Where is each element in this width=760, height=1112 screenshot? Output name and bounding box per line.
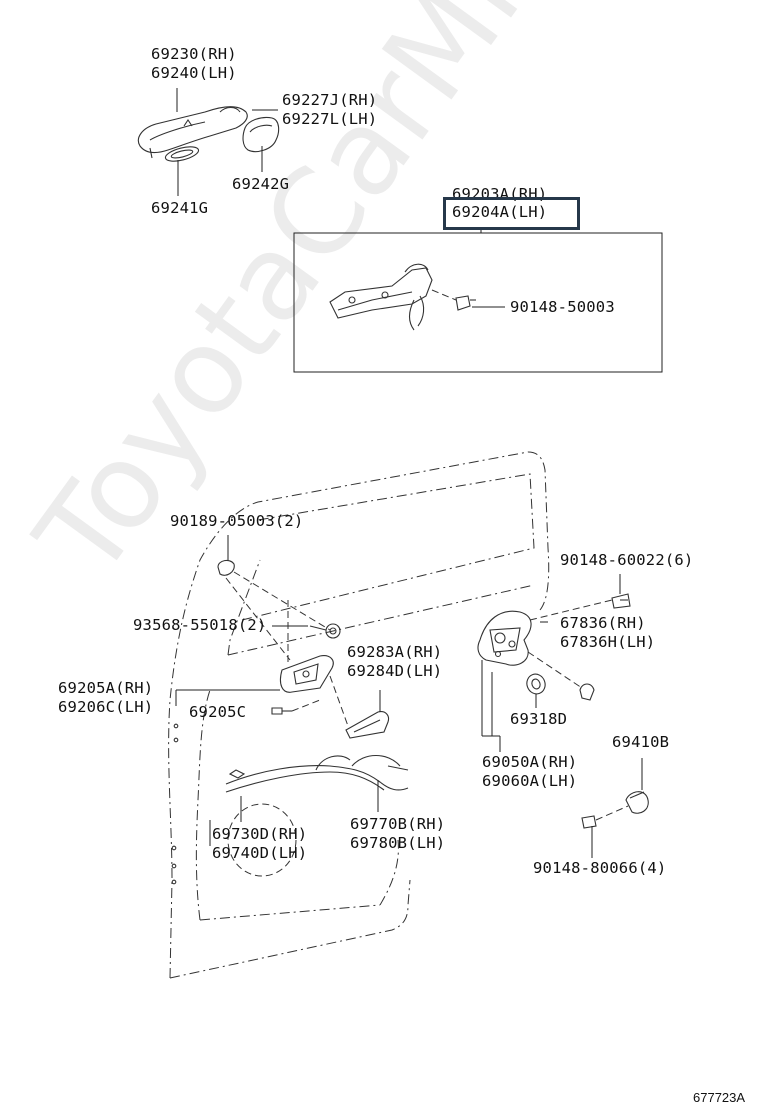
striker-cover-drawing [579, 683, 595, 701]
label-frame-assy-lh[interactable]: 69204A(LH) [452, 203, 548, 221]
label-grommet[interactable]: 69318D [510, 710, 568, 728]
handle-cap-drawing [242, 116, 280, 153]
label-frame-screw[interactable]: 90148-50003 [510, 298, 615, 316]
frame-screw-drawing [455, 295, 476, 311]
highlight-box [443, 197, 580, 230]
label-inside-handle[interactable]: 69205A(RH) 69206C(LH) [58, 679, 154, 716]
label-lock-bolt[interactable]: 90148-60022(6) [560, 551, 694, 569]
handle-pad-drawing [164, 146, 200, 162]
bracket-screw-drawing [581, 815, 597, 829]
label-striker-cover[interactable]: 67836(RH) 67836H(LH) [560, 614, 656, 651]
frame-assy-drawing [329, 263, 433, 331]
top-bolt-drawing [217, 559, 235, 576]
label-inside-handle-part[interactable]: 69205C [189, 703, 247, 721]
bracket-drawing [625, 791, 649, 814]
cables-drawing [225, 754, 409, 793]
lock-bolt-drawing [611, 593, 631, 609]
catalog-number: 677723A [693, 1090, 746, 1105]
inside-handle-cover-drawing [345, 711, 390, 739]
label-lock-assy[interactable]: 69050A(RH) 69060A(LH) [482, 753, 578, 790]
label-bracket-screw[interactable]: 90148-80066(4) [533, 859, 667, 877]
label-open-cable[interactable]: 69770B(RH) 69780B(LH) [350, 815, 446, 852]
label-outside-handle[interactable]: 69230(RH) 69240(LH) [151, 45, 237, 82]
door-lock-drawing [477, 610, 532, 666]
label-clip[interactable]: 93568-55018(2) [133, 616, 267, 634]
label-lock-cable[interactable]: 69730D(RH) 69740D(LH) [212, 825, 308, 862]
label-handle-cap[interactable]: 69227J(RH) 69227L(LH) [282, 91, 378, 128]
inside-handle-screw-drawing [271, 707, 292, 715]
label-cap-pad[interactable]: 69242G [232, 175, 290, 193]
label-inside-handle-cover[interactable]: 69283A(RH) 69284D(LH) [347, 643, 443, 680]
grommet-drawing [526, 673, 546, 695]
outside-handle-drawing [137, 106, 248, 159]
inside-handle-drawing [279, 655, 334, 693]
label-handle-pad[interactable]: 69241G [151, 199, 209, 217]
label-top-bolt[interactable]: 90189-05003(2) [170, 512, 304, 530]
clip-drawing [309, 623, 341, 639]
door-outline [168, 451, 550, 979]
door-holes [171, 723, 179, 885]
label-bracket[interactable]: 69410B [612, 733, 670, 751]
